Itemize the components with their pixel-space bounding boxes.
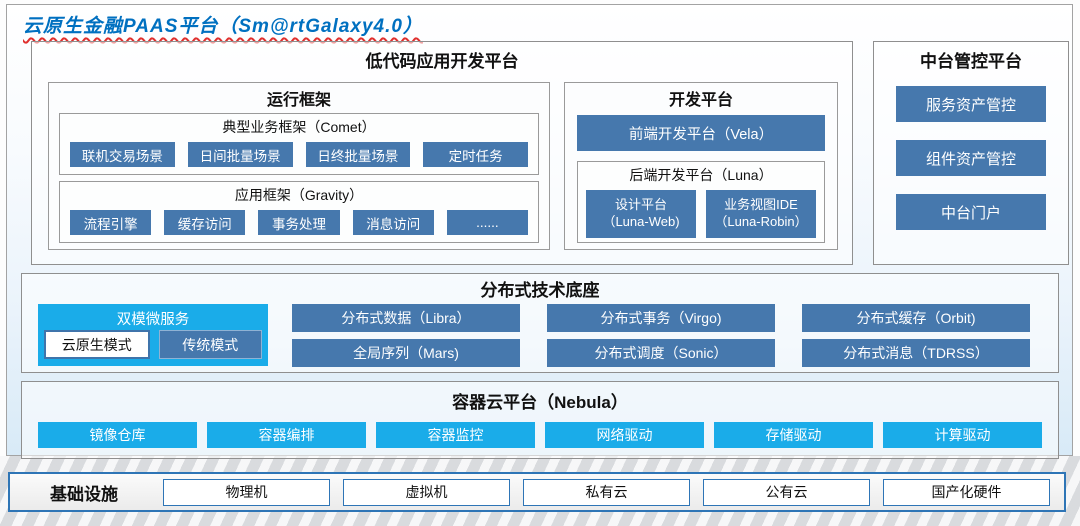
nebula-platform-box: 容器云平台（Nebula） 镜像仓库 容器编排 容器监控 网络驱动 存储驱动 计… (21, 381, 1059, 459)
distributed-base-box: 分布式技术底座 双模微服务 云原生模式 传统模式 分布式数据（Libra） 分布… (21, 273, 1059, 373)
comet-chip: 日终批量场景 (305, 142, 411, 167)
zhongtai-governance-title: 中台管控平台 (920, 52, 1022, 71)
distributed-block: 分布式缓存（Orbit) (802, 304, 1030, 332)
infrastructure-block: 公有云 (703, 478, 870, 506)
vela-block: 前端开发平台（Vela） (577, 115, 825, 151)
main-panel: 云原生金融PAAS平台（Sm@rtGalaxy4.0） 低代码应用开发平台 运行… (6, 4, 1073, 459)
gravity-framework-label: 应用框架（Gravity） (234, 187, 364, 203)
comet-framework-box: 典型业务框架（Comet） 联机交易场景 日间批量场景 日终批量场景 定时任务 (59, 113, 539, 175)
dual-mode-microservice-panel: 双模微服务 云原生模式 传统模式 (38, 304, 268, 366)
zhongtai-block: 服务资产管控 (896, 86, 1046, 122)
gravity-framework-box: 应用框架（Gravity） 流程引擎 缓存访问 事务处理 消息访问 ...... (59, 181, 539, 243)
comet-chip: 日间批量场景 (187, 142, 293, 167)
traditional-mode-block: 传统模式 (158, 330, 262, 359)
gravity-chip: 流程引擎 (70, 210, 152, 235)
gravity-chip: 事务处理 (258, 210, 340, 235)
runtime-framework-box: 运行框架 典型业务框架（Comet） 联机交易场景 日间批量场景 日终批量场景 … (48, 82, 550, 250)
dual-mode-label: 双模微服务 (116, 312, 190, 328)
gravity-chip-row: 流程引擎 缓存访问 事务处理 消息访问 ...... (60, 205, 538, 235)
infrastructure-title: 基础设施 (50, 484, 118, 504)
lowcode-platform-box: 低代码应用开发平台 运行框架 典型业务框架（Comet） 联机交易场景 日间批量… (31, 41, 853, 265)
luna-web-line1: 设计平台 (614, 197, 667, 213)
nebula-block: 计算驱动 (883, 422, 1042, 448)
comet-chip-row: 联机交易场景 日间批量场景 日终批量场景 定时任务 (60, 137, 538, 167)
gravity-chip: 缓存访问 (164, 210, 246, 235)
distributed-block: 分布式事务（Virgo) (547, 304, 775, 332)
nebula-block: 存储驱动 (714, 422, 873, 448)
comet-chip: 定时任务 (423, 142, 528, 167)
dev-platform-box: 开发平台 前端开发平台（Vela） 后端开发平台（Luna） 设计平台 （Lun… (564, 82, 838, 250)
zhongtai-block: 组件资产管控 (896, 140, 1046, 176)
dual-mode-row: 云原生模式 传统模式 (44, 330, 262, 359)
comet-framework-label: 典型业务框架（Comet） (222, 119, 376, 135)
dev-platform-title: 开发平台 (668, 92, 733, 109)
distributed-block: 分布式数据（Libra） (292, 304, 520, 332)
infrastructure-block: 虚拟机 (343, 478, 510, 506)
nebula-block: 网络驱动 (545, 422, 704, 448)
zhongtai-block: 中台门户 (896, 194, 1046, 230)
luna-web-line2: （Luna-Web) (602, 214, 680, 229)
nebula-chip-row: 镜像仓库 容器编排 容器监控 网络驱动 存储驱动 计算驱动 (38, 422, 1042, 448)
luna-robin-line2: （Luna-Robin） (714, 214, 808, 229)
gravity-chip: ...... (446, 210, 529, 235)
distributed-block: 全局序列（Mars) (292, 339, 520, 367)
nebula-block: 容器监控 (376, 422, 535, 448)
nebula-platform-title: 容器云平台（Nebula） (452, 393, 628, 412)
infrastructure-block: 物理机 (163, 478, 330, 506)
luna-chip-row: 设计平台 （Luna-Web) 业务视图IDE （Luna-Robin） (578, 185, 824, 238)
comet-chip: 联机交易场景 (70, 142, 175, 167)
distributed-content: 双模微服务 云原生模式 传统模式 分布式数据（Libra） 分布式事务（Virg… (38, 304, 1030, 367)
gravity-chip: 消息访问 (352, 210, 434, 235)
luna-platform-label: 后端开发平台（Luna） (629, 167, 773, 183)
distributed-grid: 分布式数据（Libra） 分布式事务（Virgo) 分布式缓存（Orbit) 全… (292, 304, 1030, 367)
runtime-framework-title: 运行框架 (266, 92, 331, 109)
nebula-block: 镜像仓库 (38, 422, 197, 448)
luna-robin-line1: 业务视图IDE (724, 197, 798, 213)
zhongtai-governance-box: 中台管控平台 服务资产管控 组件资产管控 中台门户 (873, 41, 1069, 265)
lowcode-platform-title: 低代码应用开发平台 (365, 52, 519, 71)
zhongtai-stack: 服务资产管控 组件资产管控 中台门户 (874, 72, 1068, 230)
cloud-native-mode-block: 云原生模式 (44, 330, 150, 359)
infrastructure-strip: 基础设施 物理机 虚拟机 私有云 公有云 国产化硬件 (8, 472, 1066, 512)
infrastructure-block: 私有云 (523, 478, 690, 506)
distributed-block: 分布式调度（Sonic） (547, 339, 775, 367)
page-title: 云原生金融PAAS平台（Sm@rtGalaxy4.0） (23, 16, 423, 37)
infrastructure-block: 国产化硬件 (883, 478, 1050, 506)
luna-robin-block: 业务视图IDE （Luna-Robin） (706, 190, 816, 238)
luna-platform-box: 后端开发平台（Luna） 设计平台 （Luna-Web) 业务视图IDE （Lu… (577, 161, 825, 243)
distributed-base-title: 分布式技术底座 (480, 281, 600, 300)
distributed-block: 分布式消息（TDRSS） (802, 339, 1030, 367)
nebula-block: 容器编排 (207, 422, 366, 448)
luna-web-block: 设计平台 （Luna-Web) (586, 190, 696, 238)
